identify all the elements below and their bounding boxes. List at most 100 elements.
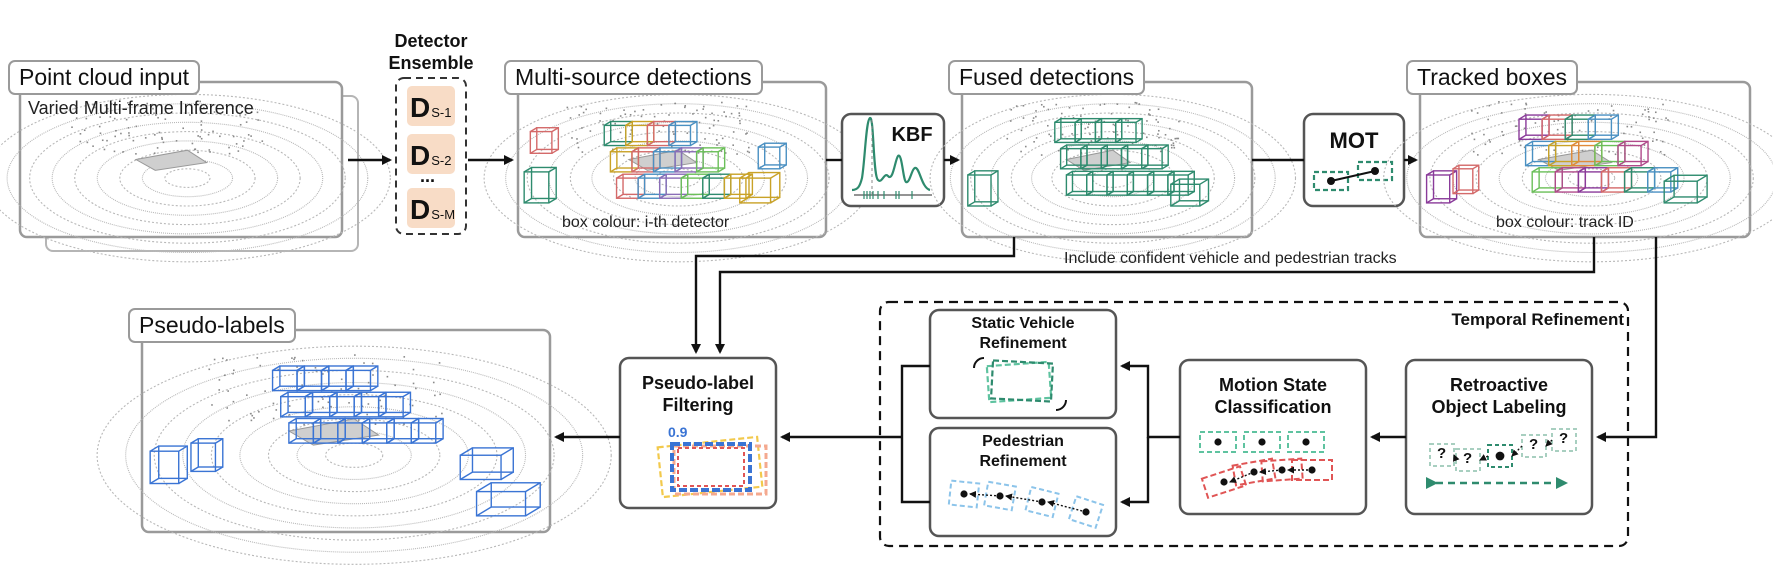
scan-point [207, 133, 210, 136]
scan-point [1127, 119, 1129, 122]
scan-point [1667, 119, 1669, 121]
bounding-box [1167, 170, 1195, 196]
scan-point [158, 131, 161, 134]
scan-ring [569, 131, 787, 226]
scan-point [200, 124, 203, 126]
scan-point [288, 414, 291, 416]
scan-point [1557, 119, 1560, 122]
scan-point [366, 413, 368, 416]
scan-point [720, 150, 723, 153]
scan-point [241, 145, 244, 147]
scan-point [152, 107, 154, 110]
scan-point [1114, 124, 1116, 127]
detector-ellipsis: ... [420, 166, 436, 186]
scan-point [128, 134, 130, 137]
scan-point [434, 394, 436, 397]
scan-point [1471, 132, 1473, 135]
scan-point [1094, 120, 1097, 123]
scan-point [1665, 117, 1667, 119]
scan-point [257, 119, 259, 121]
scan-ring [526, 112, 830, 244]
scan-point [623, 109, 625, 111]
scan-point [1047, 108, 1050, 111]
scan-point [197, 151, 199, 154]
static-track-point [1214, 438, 1222, 446]
scan-point [697, 152, 700, 154]
scan-point [153, 112, 155, 115]
bounding-box [475, 482, 541, 517]
scan-point [322, 373, 324, 375]
retroactive-labeling-title-line2: Object Labeling [1431, 397, 1567, 417]
scan-point [259, 364, 262, 367]
scan-ring [6, 103, 369, 254]
scan-point [261, 140, 264, 142]
scan-point [1020, 129, 1023, 132]
scan-point [1662, 103, 1664, 106]
scan-point [146, 102, 149, 105]
scan-point [303, 423, 305, 426]
detector-ensemble-title: Detector Ensemble [376, 30, 486, 74]
scan-point [1048, 133, 1050, 136]
bounding-box [459, 447, 514, 481]
scan-point [1035, 115, 1037, 118]
scan-point [1015, 105, 1018, 107]
scan-point [384, 394, 387, 397]
scan-ring [1544, 158, 1639, 198]
scan-point [237, 150, 240, 152]
moving-track-arrow [1229, 471, 1255, 483]
scan-point [83, 129, 86, 132]
scan-point [614, 122, 616, 125]
scan-point [736, 105, 739, 107]
scan-ring [182, 381, 527, 529]
scan-ring [96, 140, 279, 216]
scan-point [1159, 150, 1162, 153]
scan-point [132, 139, 135, 142]
scan-point [327, 370, 329, 373]
scan-point [110, 103, 113, 105]
motion-state-title-line1: Motion State [1219, 375, 1327, 395]
scan-point [581, 151, 584, 153]
scan-point [723, 111, 725, 113]
scan-point [232, 400, 235, 403]
scan-point [1553, 120, 1556, 122]
scan-ring [119, 149, 256, 207]
scan-point [367, 381, 370, 384]
scan-point [379, 399, 381, 402]
bounding-box [1646, 167, 1679, 193]
scan-point [301, 359, 304, 362]
scan-point [1022, 117, 1025, 119]
scan-point [1556, 128, 1559, 131]
scan-point [629, 133, 632, 135]
scan-point [640, 115, 643, 118]
scan-point [1158, 136, 1160, 139]
scan-point [232, 135, 235, 138]
unknown-mark: ? [1463, 450, 1473, 467]
scan-point [75, 117, 78, 119]
scan-point [1087, 126, 1089, 129]
scan-point [1024, 145, 1027, 148]
scan-point [630, 129, 633, 131]
scan-point [571, 137, 573, 139]
scan-point [1652, 117, 1655, 119]
scan-point [164, 118, 167, 120]
scan-point [732, 131, 735, 133]
scan-building [134, 149, 209, 171]
scan-point [1060, 112, 1063, 115]
scan-point [412, 382, 415, 385]
scan-point [1477, 154, 1479, 156]
scan-point [1157, 121, 1159, 123]
scan-point [250, 135, 252, 137]
scan-point [1128, 106, 1131, 109]
scan-point [712, 124, 715, 127]
bounding-box [1587, 114, 1620, 141]
scan-point [277, 368, 280, 371]
scan-point [1172, 142, 1175, 145]
scan-point [642, 109, 645, 111]
scan-point [612, 119, 614, 122]
scan-point [581, 127, 583, 129]
scan-point [748, 151, 751, 154]
scan-point [605, 107, 608, 110]
scan-point [354, 354, 356, 356]
scan-point [182, 127, 185, 130]
